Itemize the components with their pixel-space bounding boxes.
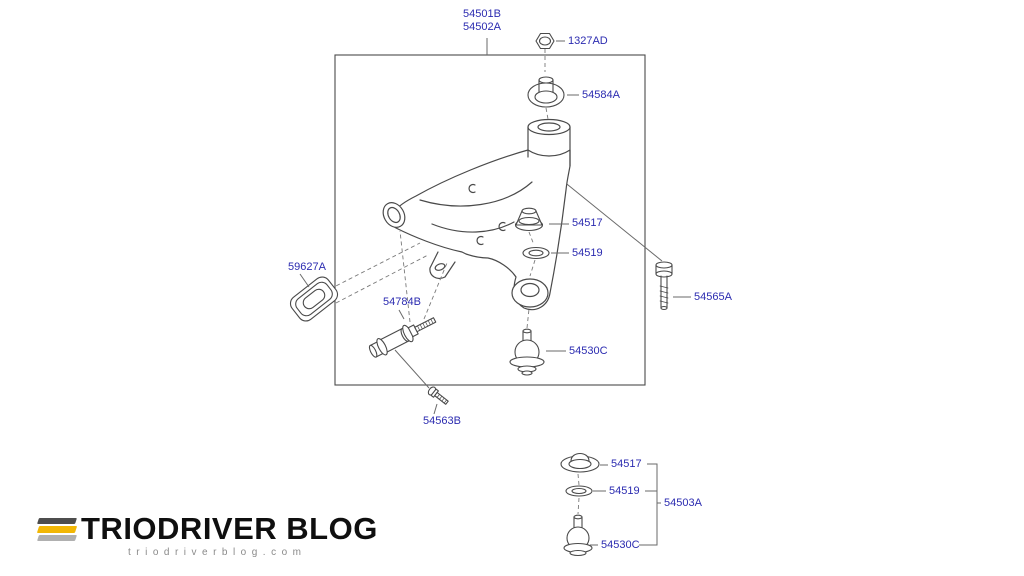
logo-wordmark: TRIODRIVER BLOG — [81, 511, 378, 546]
logo-stripe-top — [37, 517, 77, 524]
part-label-54565A: 54565A — [694, 291, 732, 303]
part-label-54584A: 54584A — [582, 89, 620, 101]
part-label-54784B: 54784B — [383, 296, 421, 308]
bolt-54784B-drawing — [368, 317, 437, 358]
triodriver-logo: TRIODRIVER BLOG triodriverblog.com — [36, 511, 378, 558]
part-number-54502A: 54502A — [463, 21, 501, 33]
bushing-54517-drawing — [514, 207, 544, 232]
logo-domain-text: triodriverblog.com — [128, 547, 307, 558]
diagram-frame — [334, 54, 646, 386]
part-label-54530C: 54530C — [569, 345, 608, 357]
bracket-59627A-drawing — [289, 276, 339, 322]
part-label-assembly: 54501B 54502A — [463, 8, 501, 34]
alignment-lines — [329, 49, 580, 515]
logo-stripe-bottom — [37, 534, 77, 541]
control-arm-drawing — [382, 118, 571, 311]
part-number-54501B: 54501B — [463, 8, 501, 20]
sub-washer-54519-drawing — [565, 485, 593, 497]
logo-stripes-icon — [36, 517, 78, 541]
logo-stripe-yellow — [36, 525, 78, 533]
leader-line-side-bolt — [551, 171, 663, 262]
bolt-54565A-drawing — [655, 261, 673, 311]
sub-balljoint-54530C-drawing — [563, 514, 593, 557]
bolt-54563B-drawing — [427, 386, 449, 405]
part-label-54519: 54519 — [572, 247, 603, 259]
sub-bushing-54517-drawing — [560, 452, 600, 473]
washer-54519-drawing — [522, 246, 550, 260]
balljoint-54530C-drawing — [509, 328, 545, 376]
leader-lines — [299, 38, 691, 546]
bushing-54584A-drawing — [527, 76, 565, 108]
nut-1327AD-drawing — [535, 32, 555, 50]
part-label-54503A: 54503A — [664, 497, 702, 509]
part-label-54563B: 54563B — [423, 415, 461, 427]
part-label-sub-54517: 54517 — [611, 458, 642, 470]
part-label-59627A: 59627A — [288, 261, 326, 273]
part-label-sub-54519: 54519 — [609, 485, 640, 497]
part-label-sub-54530C: 54530C — [601, 539, 640, 551]
part-label-54517: 54517 — [572, 217, 603, 229]
part-label-1327AD: 1327AD — [568, 35, 608, 47]
